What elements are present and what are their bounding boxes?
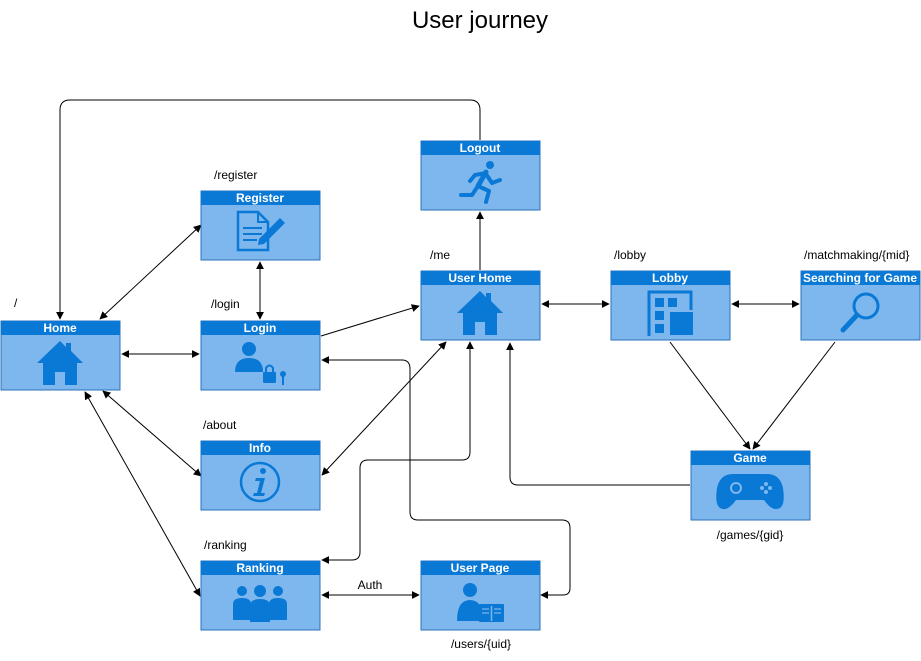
- edge-logout-home: [56, 99, 481, 320]
- diagram-title: User journey: [412, 7, 548, 34]
- node-title: Game: [733, 451, 767, 465]
- node-title: User Home: [448, 271, 512, 285]
- user-lock-icon: [235, 342, 286, 385]
- route-label: /: [14, 296, 18, 310]
- route-label: /register: [214, 168, 257, 182]
- user-book-icon: [457, 583, 504, 622]
- node-logout[interactable]: Logout: [420, 140, 541, 211]
- node-title: Login: [244, 321, 277, 335]
- node-title: Logout: [460, 141, 501, 155]
- route-label: /me: [430, 248, 450, 262]
- grid-tiles-icon: [647, 290, 693, 336]
- route-label: /lobby: [614, 248, 646, 262]
- node-title: Ranking: [236, 561, 283, 575]
- node-title: Home: [43, 321, 77, 335]
- node-title: Info: [249, 441, 271, 455]
- route-label: /users/{uid}: [451, 637, 511, 651]
- edge-login-userhome: [320, 304, 420, 337]
- edge-label-auth: Auth: [358, 578, 383, 592]
- edge-home-ranking: [84, 391, 201, 597]
- node-user-page[interactable]: User Page /users/{uid}: [420, 560, 541, 651]
- node-game[interactable]: Game /games/{gid}: [690, 450, 811, 542]
- node-ranking[interactable]: /ranking Ranking: [200, 538, 321, 631]
- edge-lobby-game: [669, 341, 751, 450]
- info-icon: [239, 461, 281, 503]
- node-title: Register: [236, 191, 284, 205]
- form-edit-icon: [236, 210, 285, 252]
- edge-home-info: [102, 390, 202, 477]
- node-title: User Page: [451, 561, 510, 575]
- edges: [56, 99, 836, 599]
- edge-userpage-login: [321, 356, 571, 599]
- node-login[interactable]: /login Login: [200, 297, 321, 391]
- route-label: /about: [203, 418, 237, 432]
- edge-searching-game: [752, 341, 836, 450]
- node-user-home[interactable]: /me User Home: [420, 248, 541, 341]
- node-title: Searching for Game: [803, 271, 917, 285]
- house-icon: [457, 291, 503, 335]
- route-label: /ranking: [204, 538, 247, 552]
- edge-userhome-info: [321, 341, 447, 476]
- edge-game-userhome: [506, 342, 690, 486]
- node-home[interactable]: / Home: [0, 296, 121, 391]
- node-info[interactable]: /about Info: [200, 418, 321, 511]
- node-lobby[interactable]: /lobby Lobby: [610, 248, 731, 341]
- route-label: /login: [211, 297, 240, 311]
- running-person-icon: [459, 161, 502, 204]
- route-label: /matchmaking/{mid}: [804, 248, 909, 262]
- house-icon: [37, 341, 83, 385]
- gamepad-icon: [716, 474, 784, 510]
- group-users-icon: [233, 585, 287, 622]
- node-searching-for-game[interactable]: /matchmaking/{mid} Searching for Game: [800, 248, 921, 341]
- node-register[interactable]: /register Register: [200, 168, 321, 261]
- node-title: Lobby: [652, 271, 688, 285]
- magnifier-icon: [840, 292, 880, 333]
- route-label: /games/{gid}: [717, 528, 784, 542]
- edge-home-register: [99, 224, 202, 320]
